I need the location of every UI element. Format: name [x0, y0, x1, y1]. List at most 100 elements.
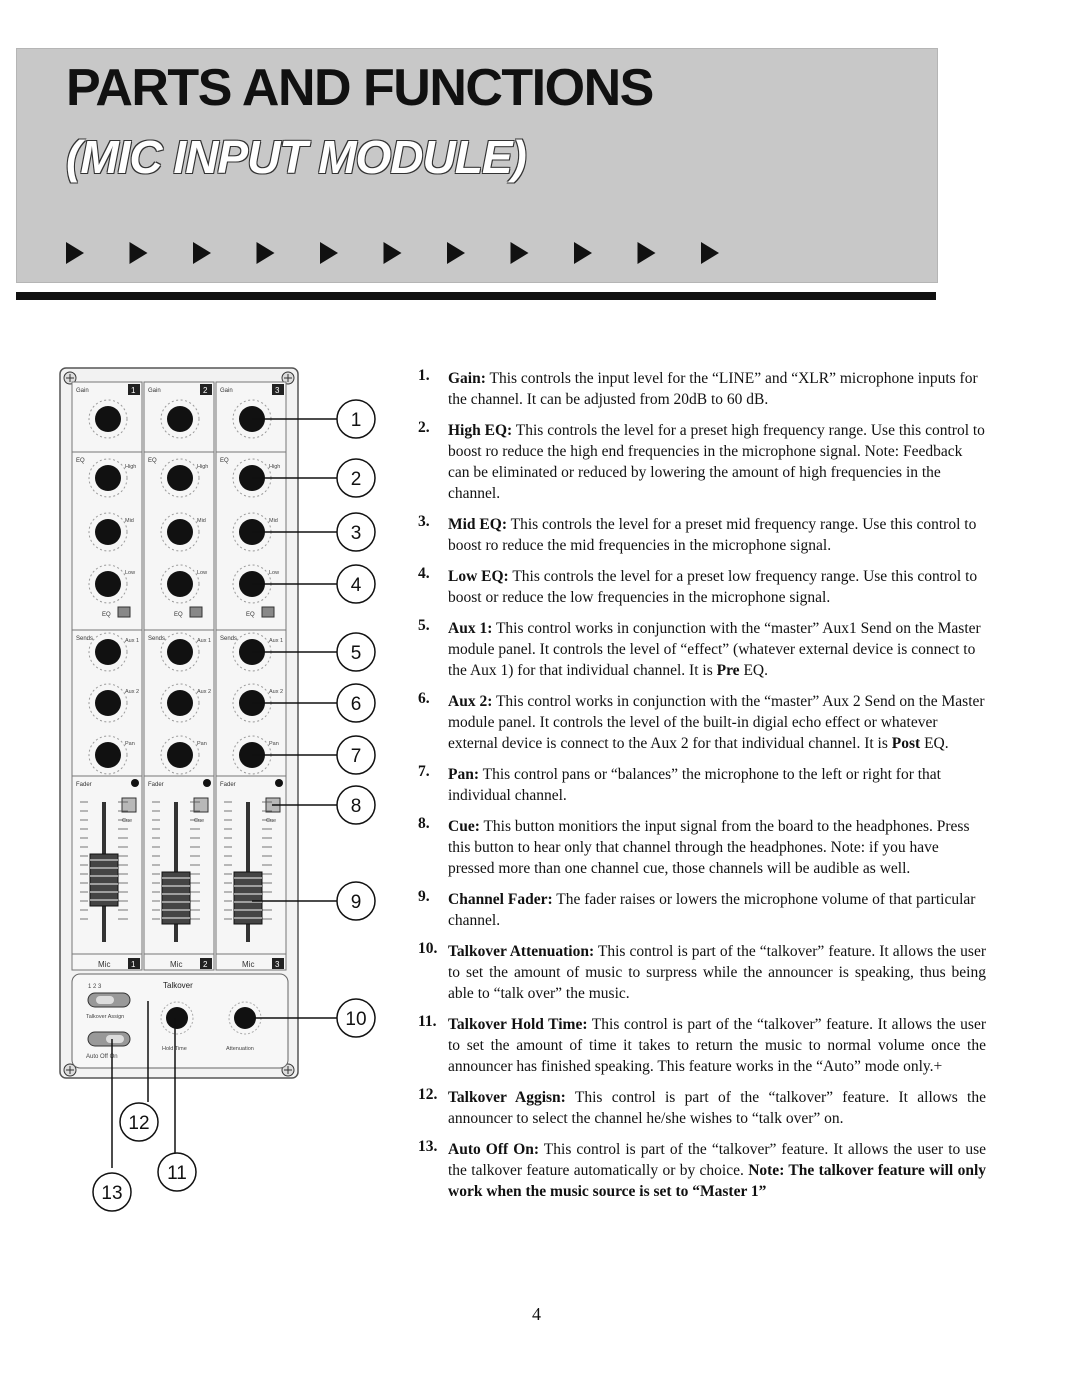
callout-circle	[157, 1152, 197, 1192]
attenuation-label: Attenuation	[226, 1046, 254, 1052]
knob-label: Mid	[125, 518, 134, 524]
knob-label: Aux 1	[269, 638, 283, 644]
gain-knob[interactable]	[160, 399, 200, 439]
callout-number: 12	[128, 1113, 149, 1134]
callout-number: 11	[167, 1163, 187, 1184]
auto-off-on-switch[interactable]	[87, 1031, 131, 1047]
eq-switch[interactable]	[117, 606, 131, 618]
description-item: 2.High EQ: This controls the level for a…	[418, 419, 986, 504]
item-text-tail: EQ.	[739, 662, 768, 679]
eq-switch[interactable]	[189, 606, 203, 618]
description-item: 12.Talkover Aggisn: This control is part…	[418, 1086, 986, 1129]
pan-knob[interactable]	[88, 735, 128, 775]
item-label: Pan:	[448, 766, 479, 783]
section-label: Sends	[76, 636, 93, 642]
item-text: This control is part of the “talkover” f…	[448, 1016, 986, 1075]
callout-number: 7	[351, 746, 362, 767]
item-text: This button monitiors the input signal f…	[448, 818, 970, 877]
low-eq-knob[interactable]	[160, 564, 200, 604]
arrow-icon	[66, 242, 84, 264]
header-banner	[16, 48, 938, 283]
channel-fader-cap[interactable]	[89, 853, 119, 907]
item-label: High EQ:	[448, 422, 513, 439]
aux1-knob[interactable]	[88, 632, 128, 672]
channel-number: 1	[131, 960, 136, 969]
knob-label: Mid	[269, 518, 278, 524]
channel-number: 2	[203, 386, 208, 395]
callout-circle	[119, 1102, 159, 1142]
eq-switch-label: EQ	[102, 612, 111, 618]
knob-label: Low	[197, 570, 207, 576]
screw-icon	[281, 1063, 295, 1077]
high-eq-knob[interactable]	[88, 458, 128, 498]
item-label: Talkover Hold Time:	[448, 1016, 588, 1033]
channel-number: 2	[203, 960, 208, 969]
channel-type-label: Mic	[170, 960, 182, 969]
channel-type-label: Mic	[98, 960, 110, 969]
callout-number: 1	[351, 410, 362, 431]
mid-eq-knob[interactable]	[88, 512, 128, 552]
description-item: 5.Aux 1: This control works in conjuncti…	[418, 617, 986, 681]
arrow-icon	[383, 242, 402, 264]
channel-type-label: Mic	[242, 960, 254, 969]
cue-label: Cue	[266, 818, 276, 824]
knob-label: Aux 1	[125, 638, 139, 644]
item-text: This control is part of the “talkover” f…	[448, 1089, 986, 1127]
page-subtitle: (MIC INPUT MODULE)	[66, 131, 527, 183]
item-number: 7.	[418, 763, 430, 780]
item-number: 6.	[418, 690, 430, 707]
item-emphasis: Pre	[716, 662, 740, 679]
item-text: This control works in conjunction with t…	[448, 693, 985, 752]
mid-eq-knob[interactable]	[160, 512, 200, 552]
callout-circle	[336, 458, 376, 498]
description-item: 4.Low EQ: This controls the level for a …	[418, 565, 986, 608]
cue-led	[203, 779, 211, 787]
description-item: 6. Aux 2: This control works in conjuncti…	[418, 690, 986, 754]
section-label: Sends	[148, 636, 165, 642]
knob-label: High	[197, 464, 208, 470]
pan-knob[interactable]	[160, 735, 200, 775]
cue-button[interactable]	[121, 797, 137, 813]
parts-description-list: 1.Gain: This controls the input level fo…	[418, 367, 986, 1212]
low-eq-knob[interactable]	[88, 564, 128, 604]
item-text: This control is part of the “talkover” f…	[448, 1141, 986, 1179]
arrow-icon	[256, 242, 275, 264]
arrow-icon	[447, 242, 465, 264]
item-number: 4.	[418, 565, 430, 582]
aux2-knob[interactable]	[160, 683, 200, 723]
assign-positions-label: 1 2 3	[88, 984, 102, 990]
eq-switch[interactable]	[261, 606, 275, 618]
eq-switch-label: EQ	[246, 612, 255, 618]
item-label: Aux 1:	[448, 620, 493, 637]
section-label: Fader	[220, 782, 236, 788]
talkover-section: Talkover 1 2 3 Talkover Assign Auto Off …	[71, 973, 289, 1069]
item-number: 2.	[418, 419, 430, 436]
aux1-knob[interactable]	[160, 632, 200, 672]
hold-time-knob[interactable]	[160, 1001, 194, 1035]
channel-number: 3	[275, 960, 280, 969]
item-number: 8.	[418, 815, 430, 832]
callout-circle	[336, 632, 376, 672]
callout-circle	[336, 785, 376, 825]
high-eq-knob[interactable]	[160, 458, 200, 498]
aux2-knob[interactable]	[88, 683, 128, 723]
talkover-label: Talkover	[163, 981, 193, 990]
item-text: The fader raises or lowers the microphon…	[448, 891, 976, 929]
talkover-assign-switch[interactable]	[87, 992, 131, 1008]
arrow-icon	[320, 242, 338, 264]
item-label: Aux 2:	[448, 693, 493, 710]
item-label: Low EQ:	[448, 568, 509, 585]
gain-knob[interactable]	[88, 399, 128, 439]
cue-led	[131, 779, 139, 787]
eq-switch-label: EQ	[174, 612, 183, 618]
description-item: 11.Talkover Hold Time: This control is p…	[418, 1013, 986, 1077]
channel-fader-cap[interactable]	[233, 871, 263, 925]
channel-fader-cap[interactable]	[161, 871, 191, 925]
cue-button[interactable]	[193, 797, 209, 813]
knob-label: Pan	[125, 741, 135, 747]
item-text-tail: EQ.	[920, 735, 949, 752]
item-number: 10.	[418, 940, 438, 957]
item-number: 1.	[418, 367, 430, 384]
